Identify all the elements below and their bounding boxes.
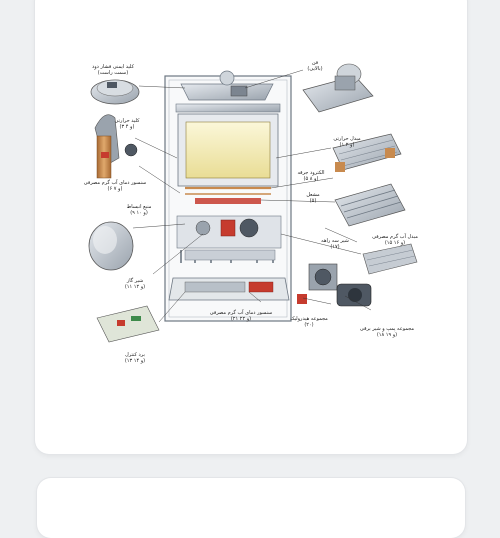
next-card: [37, 478, 465, 538]
label-line: (۱۷): [330, 244, 339, 250]
label-line: الکترود جرقه: [297, 170, 324, 176]
label-electrodes: الکترود جرقه(۵ و ۸): [297, 170, 324, 182]
label-pressure-switch: کلید ایمنی فشار دود(سمت راست): [92, 64, 135, 76]
label-line: منبع انبساط: [127, 204, 152, 210]
label-secondary-exchanger: مبدل آب گرم مصرفی(۱۵ و ۱۶): [372, 233, 418, 246]
label-line: برد کنترل: [125, 352, 145, 358]
label-line: کلید ایمنی فشار دود: [92, 64, 135, 70]
label-line: فن: [312, 60, 319, 66]
temperature-switch-part: [94, 114, 138, 179]
label-line: مجموعه هیدرولیک: [290, 316, 328, 322]
label-heat-exchanger: مبدل حرارتی(۱ و ۲): [333, 136, 361, 148]
label-line: شیر گاز: [126, 277, 143, 284]
label-line: سنسور دمای آب گرم مصرفی: [84, 179, 147, 186]
label-pcb: برد کنترل(۱۳ و ۱۴): [125, 352, 145, 364]
label-three-way: شیر سه راهه(۱۷): [321, 238, 349, 250]
label-line: کلید حرارتی: [115, 118, 141, 124]
label-line: (۵): [310, 198, 317, 204]
label-tank-sensor: سنسور دمای آب گرم مصرفی(۶ و ۷): [84, 179, 147, 192]
label-line: (۵ و ۸): [304, 176, 319, 182]
image-card: کلید ایمنی فشار دود(سمت راست) کلید حرارت…: [35, 0, 467, 454]
heat-exchanger-part: [332, 133, 402, 172]
burner-part: [334, 183, 406, 227]
label-line: (سمت راست): [98, 70, 128, 76]
leader-lines: [132, 69, 372, 323]
label-line: مجموعه پمپ و شیر برقی: [360, 326, 414, 332]
label-dhw-sensor: سنسور دمای آب گرم مصرفی(۲۱ و ۲۲): [210, 309, 273, 322]
label-line: مبدل آب گرم مصرفی: [372, 233, 418, 240]
label-line: (۱۸ و ۱۹): [377, 332, 397, 338]
label-line: (۱۳ و ۱۴): [125, 358, 145, 364]
label-line: (۲۰): [304, 322, 313, 328]
fan-part: [302, 63, 374, 113]
label-line: (۲۱ و ۲۲): [231, 316, 251, 322]
label-expansion-tank: منبع انبساط(۹ و ۱۰): [127, 204, 152, 216]
pump-group-part: [297, 263, 372, 307]
label-line: (۱۵ و ۱۶): [385, 240, 405, 246]
expansion-tank-part: [88, 221, 134, 271]
label-line: شیر سه راهه: [321, 238, 349, 244]
diagram-labels: کلید ایمنی فشار دود(سمت راست) کلید حرارت…: [84, 60, 419, 364]
pcb-part: [96, 305, 160, 343]
label-burner: مشعل(۵): [306, 192, 320, 204]
label-line: مشعل: [306, 192, 320, 198]
label-line: مبدل حرارتی: [333, 136, 361, 142]
label-gas-valve: شیر گاز(۱۱ و ۱۲): [125, 277, 145, 290]
label-line: (۹ و ۱۰): [130, 210, 148, 216]
boiler-exploded-diagram: کلید ایمنی فشار دود(سمت راست) کلید حرارت…: [84, 60, 419, 364]
label-line: (۳ و ۴): [120, 124, 135, 130]
boiler-body: [164, 70, 292, 322]
secondary-exchanger-part: [362, 243, 418, 275]
label-line: (۱۱ و ۱۲): [125, 284, 145, 290]
label-line: (بالایی): [307, 66, 322, 72]
label-line: سنسور دمای آب گرم مصرفی: [210, 309, 273, 316]
label-fan: فن(بالایی): [307, 60, 322, 72]
label-line: (۶ و ۷): [108, 186, 123, 192]
label-line: (۱ و ۲): [340, 142, 355, 148]
label-temperature-switch: کلید حرارتی(۳ و ۴): [115, 118, 141, 130]
label-hydraulic-group: مجموعه هیدرولیک(۲۰): [290, 316, 328, 328]
pressure-switch-part: [90, 79, 140, 105]
label-pump-group: مجموعه پمپ و شیر برقی(۱۸ و ۱۹): [360, 326, 414, 338]
